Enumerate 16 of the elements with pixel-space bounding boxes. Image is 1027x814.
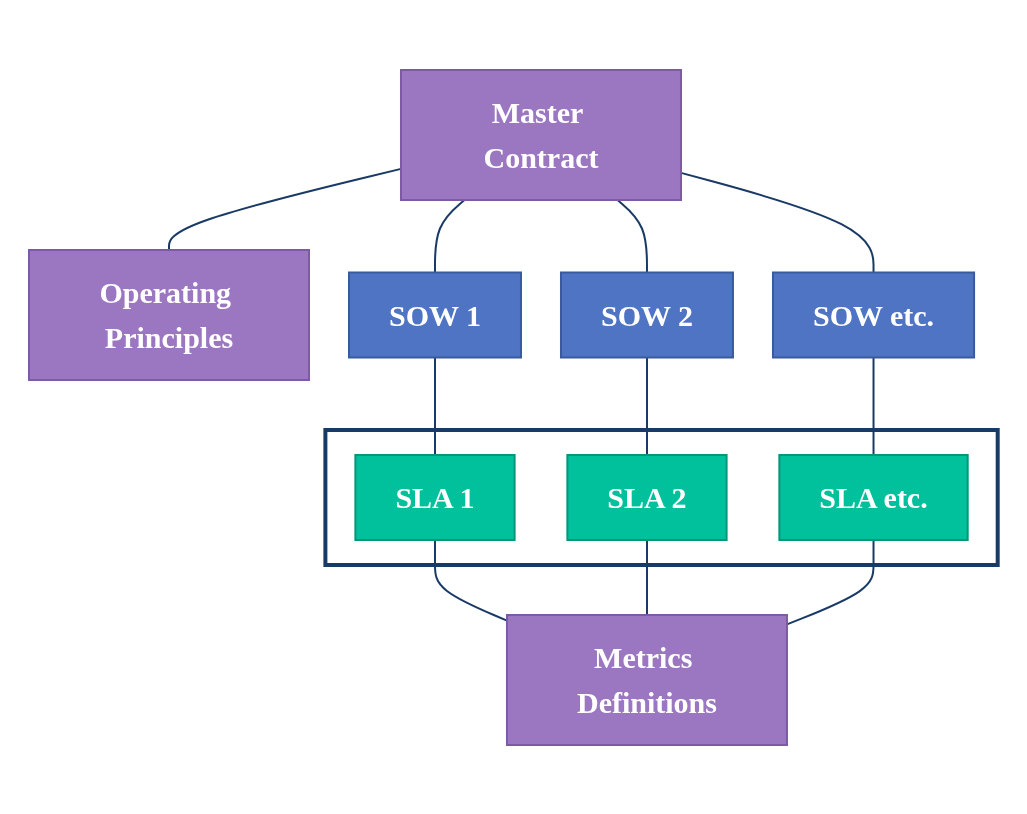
connector bbox=[646, 538, 649, 616]
node-box: Operating Principles bbox=[28, 248, 311, 381]
node-box: SLA etc. bbox=[778, 453, 969, 541]
node-box: Master Contract bbox=[400, 68, 683, 201]
connector bbox=[616, 198, 649, 273]
node-box: Metrics Definitions bbox=[506, 613, 789, 746]
node-box: SOW etc. bbox=[772, 271, 976, 358]
connector bbox=[434, 198, 466, 273]
node-box: SOW 2 bbox=[560, 271, 735, 358]
connector bbox=[646, 356, 649, 456]
connector bbox=[872, 356, 875, 456]
node-box: SLA 1 bbox=[354, 453, 516, 541]
cluster bbox=[323, 427, 1000, 567]
node-box: SOW 1 bbox=[348, 271, 523, 358]
connector bbox=[434, 356, 437, 456]
node-box: SLA 2 bbox=[566, 453, 728, 541]
